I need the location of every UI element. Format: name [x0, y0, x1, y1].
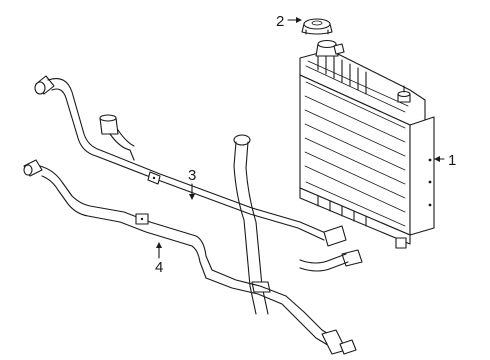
callout-3: 3 [188, 167, 196, 200]
callout-2-number: 2 [276, 13, 284, 30]
vertical-hose [233, 134, 271, 315]
callout-4-number: 4 [155, 259, 163, 276]
hose-assembly-3 [34, 75, 363, 272]
callout-2: 2 [276, 13, 302, 30]
callout-1: 1 [433, 152, 456, 169]
callout-1-number: 1 [448, 152, 456, 169]
callout-3-number: 3 [188, 167, 196, 184]
radiator-cap [301, 18, 333, 35]
callout-4: 4 [155, 242, 163, 276]
radiator [299, 39, 435, 249]
hose-assembly-4 [23, 159, 357, 355]
